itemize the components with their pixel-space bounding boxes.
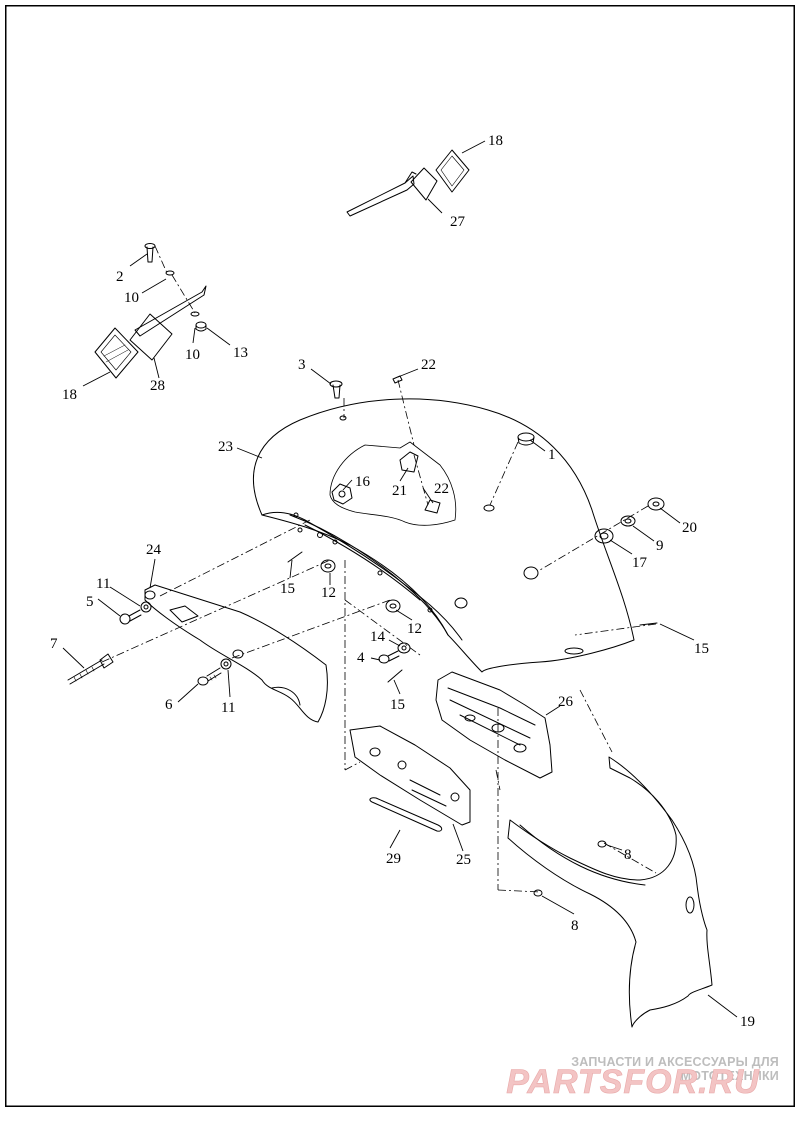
callout-3: 3 bbox=[298, 357, 306, 373]
callout-7: 7 bbox=[50, 636, 58, 652]
clip-8-upper bbox=[597, 840, 607, 848]
callout-11-top: 11 bbox=[96, 576, 110, 592]
washer-9 bbox=[620, 515, 636, 527]
callout-13: 13 bbox=[233, 345, 248, 361]
watermark-logo: PARTSFOR.RU bbox=[506, 1063, 760, 1100]
bracket-25 bbox=[349, 725, 471, 826]
callout-17: 17 bbox=[632, 555, 648, 571]
grommet-12-lower bbox=[385, 599, 401, 613]
pin-15-a bbox=[287, 551, 303, 563]
clip-8-lower bbox=[533, 889, 543, 897]
callout-22-lower: 22 bbox=[434, 481, 449, 497]
spacer-17 bbox=[594, 528, 614, 544]
callout-6: 6 bbox=[165, 697, 173, 713]
bracket-28 bbox=[129, 285, 207, 361]
callout-15-b: 15 bbox=[390, 697, 405, 713]
fender-extension-19 bbox=[507, 756, 713, 1028]
washer-11-top bbox=[140, 601, 152, 613]
lens-29 bbox=[369, 797, 443, 832]
washer-10-bottom bbox=[190, 311, 200, 317]
callout-18-left: 18 bbox=[62, 387, 77, 403]
callout-21: 21 bbox=[392, 483, 407, 499]
callout-14: 14 bbox=[370, 629, 386, 645]
bracket-26 bbox=[435, 671, 553, 779]
callout-16: 16 bbox=[355, 474, 371, 490]
washer-11-bottom bbox=[220, 658, 232, 670]
callout-29: 29 bbox=[386, 851, 401, 867]
bumper-1 bbox=[517, 432, 535, 446]
clip-22-top bbox=[392, 375, 403, 384]
washer-10-top bbox=[165, 270, 175, 276]
watermark-tagline: ЗАПЧАСТИ И АКСЕССУАРЫ ДЛЯ МОТОТЕХНИКИ bbox=[571, 1055, 779, 1083]
callout-12-upper: 12 bbox=[321, 585, 336, 601]
callout-15-c: 15 bbox=[694, 641, 709, 657]
bolt-4 bbox=[378, 650, 400, 664]
pin-15-b bbox=[387, 669, 403, 683]
rear-fender-23 bbox=[253, 398, 635, 673]
license-bracket-27 bbox=[346, 167, 438, 217]
callout-labels: 18 27 2 10 10 13 18 28 3 22 1 23 16 21 2… bbox=[50, 133, 755, 1030]
callout-5: 5 bbox=[86, 594, 94, 610]
nut-14 bbox=[397, 642, 411, 654]
callout-2: 2 bbox=[116, 269, 124, 285]
callout-15-a: 15 bbox=[280, 581, 295, 597]
bolt-7 bbox=[67, 653, 114, 685]
callout-12-lower: 12 bbox=[407, 621, 422, 637]
reflector-18-top bbox=[435, 149, 470, 193]
reflector-18-left bbox=[94, 327, 139, 379]
nut-13 bbox=[195, 321, 207, 332]
screw-2 bbox=[144, 243, 156, 263]
callout-19: 19 bbox=[740, 1014, 755, 1030]
svg-text:PARTSFOR.RU: PARTSFOR.RU bbox=[506, 1063, 760, 1100]
callout-28: 28 bbox=[150, 378, 165, 394]
screw-3 bbox=[329, 380, 343, 399]
callout-11-bottom: 11 bbox=[221, 700, 235, 716]
callout-26: 26 bbox=[558, 694, 574, 710]
assembly-lines bbox=[101, 245, 657, 893]
nut-16 bbox=[331, 483, 353, 505]
callout-27: 27 bbox=[450, 214, 466, 230]
grommet-12-upper bbox=[320, 559, 336, 573]
callout-24: 24 bbox=[146, 542, 162, 558]
nut-20 bbox=[647, 497, 665, 511]
callout-8-upper: 8 bbox=[624, 847, 632, 863]
pin-15-c bbox=[639, 622, 658, 626]
callout-18-top: 18 bbox=[488, 133, 503, 149]
bolt-6 bbox=[197, 667, 222, 686]
callout-9: 9 bbox=[656, 538, 664, 554]
callout-25: 25 bbox=[456, 852, 471, 868]
clip-22-lower bbox=[424, 499, 441, 514]
clip-21 bbox=[399, 451, 419, 473]
leader-lines bbox=[62, 140, 738, 1018]
callout-8-lower: 8 bbox=[571, 918, 579, 934]
bolt-5 bbox=[119, 609, 142, 625]
diagram-frame bbox=[5, 5, 795, 1107]
callout-22-top: 22 bbox=[421, 357, 436, 373]
callout-10-bottom: 10 bbox=[185, 347, 200, 363]
callout-10-top: 10 bbox=[124, 290, 139, 306]
callout-23: 23 bbox=[218, 439, 233, 455]
callout-4: 4 bbox=[357, 650, 365, 666]
callout-1: 1 bbox=[548, 447, 556, 463]
callout-20: 20 bbox=[682, 520, 697, 536]
